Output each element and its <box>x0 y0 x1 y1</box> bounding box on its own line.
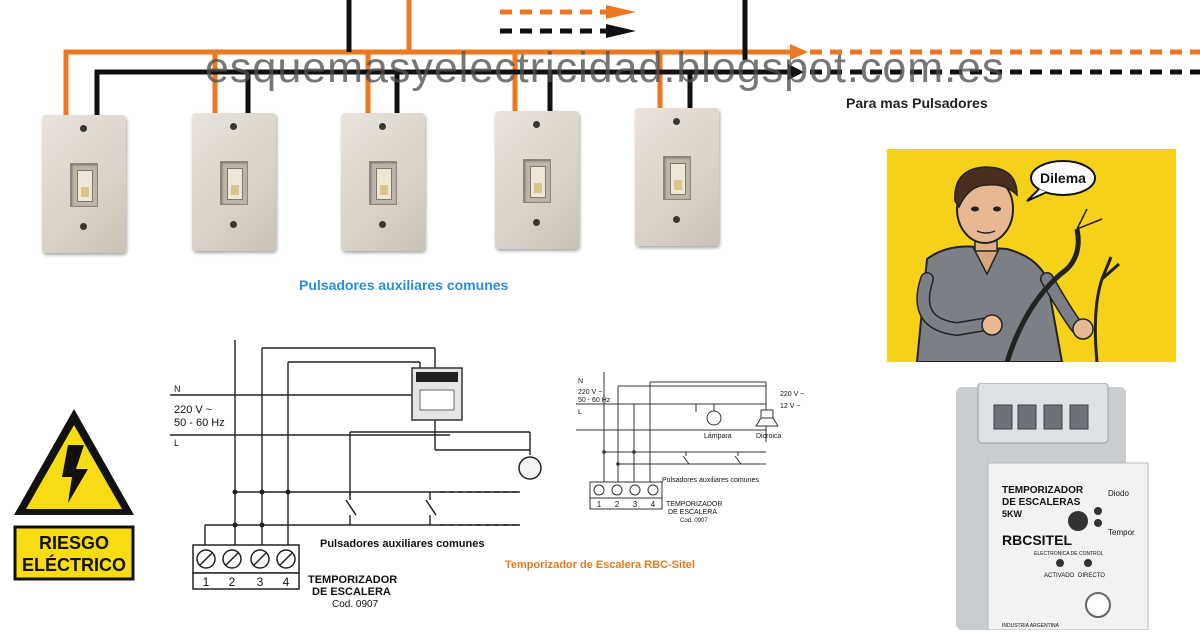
small-terminal-block <box>589 481 663 510</box>
pushbutton-switch <box>341 113 425 251</box>
device-diode: Diodo <box>1108 489 1129 498</box>
electric-risk-sign: RIESGO ELÉCTRICO <box>10 405 138 581</box>
small-timer-code: Cod. 0907 <box>680 518 708 524</box>
terminal-4: 4 <box>283 575 290 589</box>
device-brand-sub: ELECTRONICA DE CONTROL <box>1034 551 1104 557</box>
small-terminal-3: 3 <box>633 500 638 509</box>
supply-12-label: 12 V ~ <box>780 403 800 410</box>
time-knob-icon <box>1085 592 1111 618</box>
dilema-cartoon: Dilema <box>887 149 1176 362</box>
timer-title-2: DE ESCALERA <box>312 586 391 598</box>
small-terminal-2: 2 <box>615 500 620 509</box>
line-label: L <box>174 438 179 448</box>
device-brand: RBCSITEL <box>1002 532 1072 548</box>
small-timer-title-2: DE ESCALERA <box>668 509 717 516</box>
cable-icon <box>1004 228 1081 362</box>
black-arrow-icon <box>788 64 804 80</box>
neutral-label: N <box>174 384 181 394</box>
dichroic-icon <box>755 409 779 427</box>
terminal-block <box>192 544 300 590</box>
selector-dial-icon <box>1068 511 1088 531</box>
small-line-label: L <box>578 409 582 416</box>
orange-legend-arrow-icon <box>606 5 636 19</box>
pushbuttons-label: Pulsadores auxiliares comunes <box>320 538 484 550</box>
direct-led-icon <box>1084 559 1092 567</box>
timer-device-photo: TEMPORIZADOR DE ESCALERAS 5KW Diodo Temp… <box>948 382 1174 631</box>
voltage-label: 220 V ~ <box>174 404 212 416</box>
device-model: 5KW <box>1002 509 1023 519</box>
device-title-2: DE ESCALERAS <box>1002 497 1081 508</box>
main-schematic: N 220 V ~ 50 - 60 Hz L Pulsadores auxili… <box>170 340 542 608</box>
warning-line-1: RIESGO <box>39 533 109 553</box>
site-watermark: esquemasyelectricidad.blogspot.com.es <box>205 44 1005 92</box>
pushbutton-switch <box>495 111 579 249</box>
orange-arrow-icon <box>790 44 808 60</box>
timer-caption: Temporizador de Escalera RBC-Sitel <box>505 559 695 571</box>
frequency-label: 50 - 60 Hz <box>174 417 225 429</box>
speech-bubble <box>1030 160 1096 196</box>
warning-line-2: ELÉCTRICO <box>22 554 126 575</box>
dichroic-label: Dicroica <box>756 433 781 440</box>
timer-code: Cod. 0907 <box>332 599 379 608</box>
pushbutton-switch <box>635 108 719 246</box>
terminal-2: 2 <box>229 575 236 589</box>
small-pushbuttons-label: Pulsadores auxiliares comunes <box>662 477 759 484</box>
more-pushbuttons-label: Para mas Pulsadores <box>846 95 988 111</box>
device-activated: ACTIVADO <box>1044 573 1075 579</box>
small-frequency-label: 50 - 60 Hz <box>578 397 611 404</box>
timer-title-1: TEMPORIZADOR <box>308 574 397 586</box>
orange-wire <box>63 0 1200 118</box>
speech-text: Dilema <box>1040 170 1086 186</box>
small-neutral-label: N <box>578 378 583 385</box>
lamp-icon <box>518 432 542 480</box>
lightning-bolt-icon <box>62 445 88 503</box>
small-terminal-1: 1 <box>597 500 602 509</box>
black-wire <box>94 0 1200 118</box>
terminal-3: 3 <box>257 575 264 589</box>
supply-220-label: 220 V ~ <box>780 391 804 398</box>
aux-pushbuttons-label: Pulsadores auxiliares comunes <box>299 277 509 293</box>
device-country: INDUSTRIA ARGENTINA <box>1002 623 1060 629</box>
device-title-1: TEMPORIZADOR <box>1002 485 1084 496</box>
terminal-1: 1 <box>203 575 210 589</box>
pushbutton-switch <box>192 113 276 251</box>
black-legend-arrow-icon <box>606 24 636 38</box>
lamp-label: Lámpara <box>704 433 732 440</box>
device-tempor: Tempor <box>1108 528 1135 537</box>
small-lamp-icon <box>706 410 722 426</box>
small-voltage-label: 220 V ~ <box>578 389 602 396</box>
small-schematic: N 220 V ~ 50 - 60 Hz L 220 V ~ 12 V ~ Lá… <box>576 372 804 524</box>
activated-led-icon <box>1056 559 1064 567</box>
device-direct: DIRECTO <box>1078 573 1105 579</box>
small-timer-title-1: TEMPORIZADOR <box>666 501 722 508</box>
contactor-icon <box>411 367 463 421</box>
pushbutton-switch <box>42 115 126 253</box>
small-terminal-4: 4 <box>651 500 656 509</box>
